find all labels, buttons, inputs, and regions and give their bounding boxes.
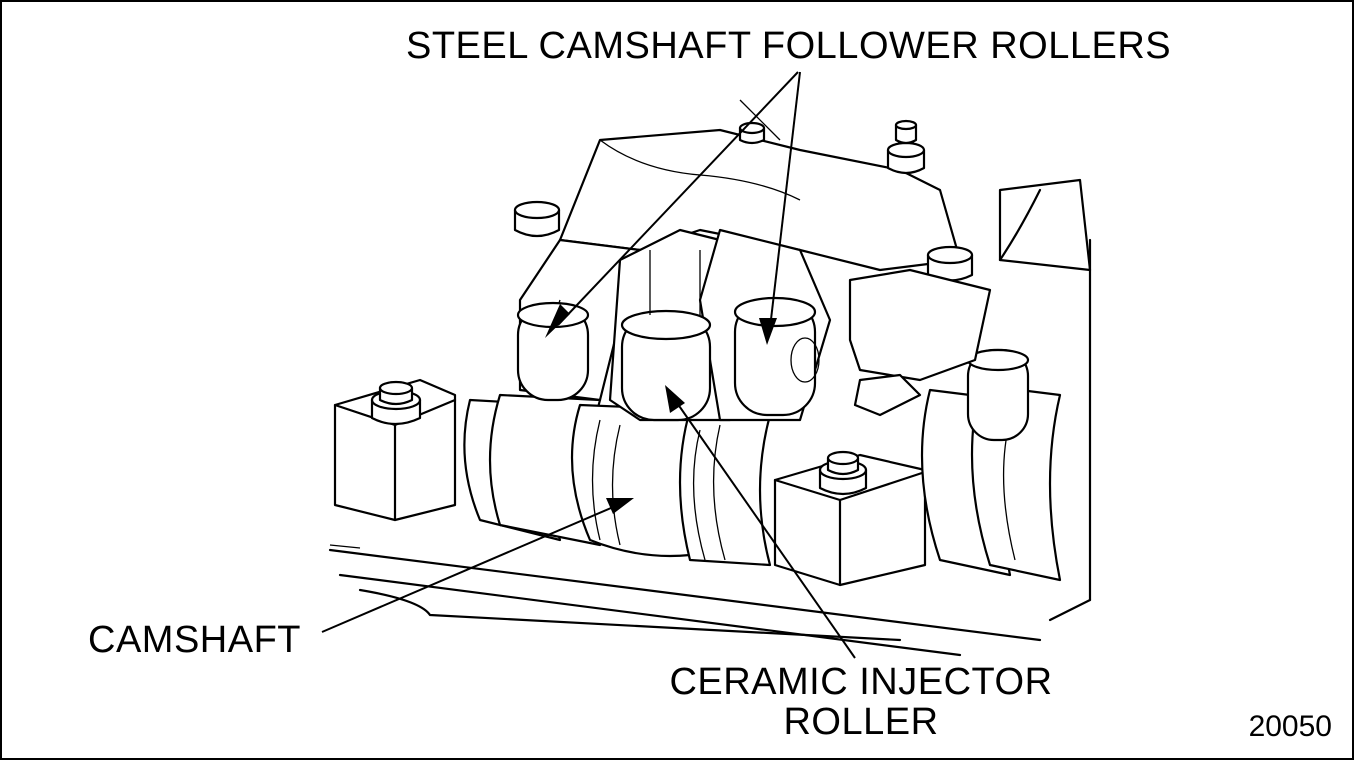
pointer-camshaft (321, 504, 619, 633)
steel-follower-rollers (516, 296, 1030, 442)
label-ceramic-line-2: ROLLER (783, 701, 939, 743)
label-ceramic-line-1: CERAMIC INJECTOR (669, 661, 1053, 703)
cylinder-head-base (328, 544, 1092, 657)
ceramic-injector-roller (620, 250, 712, 422)
pointer-ceramic (674, 399, 856, 659)
leader-lines (321, 71, 856, 659)
arrowhead-steel-left (545, 304, 570, 338)
label-camshaft: CAMSHAFT (88, 619, 301, 661)
label-ceramic-injector-roller: CERAMIC INJECTOR ROLLER (663, 662, 1059, 742)
camshaft-lobes (463, 383, 1062, 582)
pointer-steel-left (557, 71, 799, 326)
label-steel-follower-rollers: STEEL CAMSHAFT FOLLOWER ROLLERS (406, 25, 1172, 67)
arrowhead-ceramic (665, 385, 685, 413)
center-bolt-block (773, 450, 927, 587)
right-bracket (848, 188, 1092, 602)
arrowhead-camshaft (606, 498, 634, 514)
figure-number: 20050 (1248, 710, 1332, 743)
left-bolt-block (333, 378, 457, 522)
top-bolts (513, 119, 974, 282)
pointer-steel-right (769, 71, 801, 329)
arrowhead-steel-right (759, 318, 777, 345)
